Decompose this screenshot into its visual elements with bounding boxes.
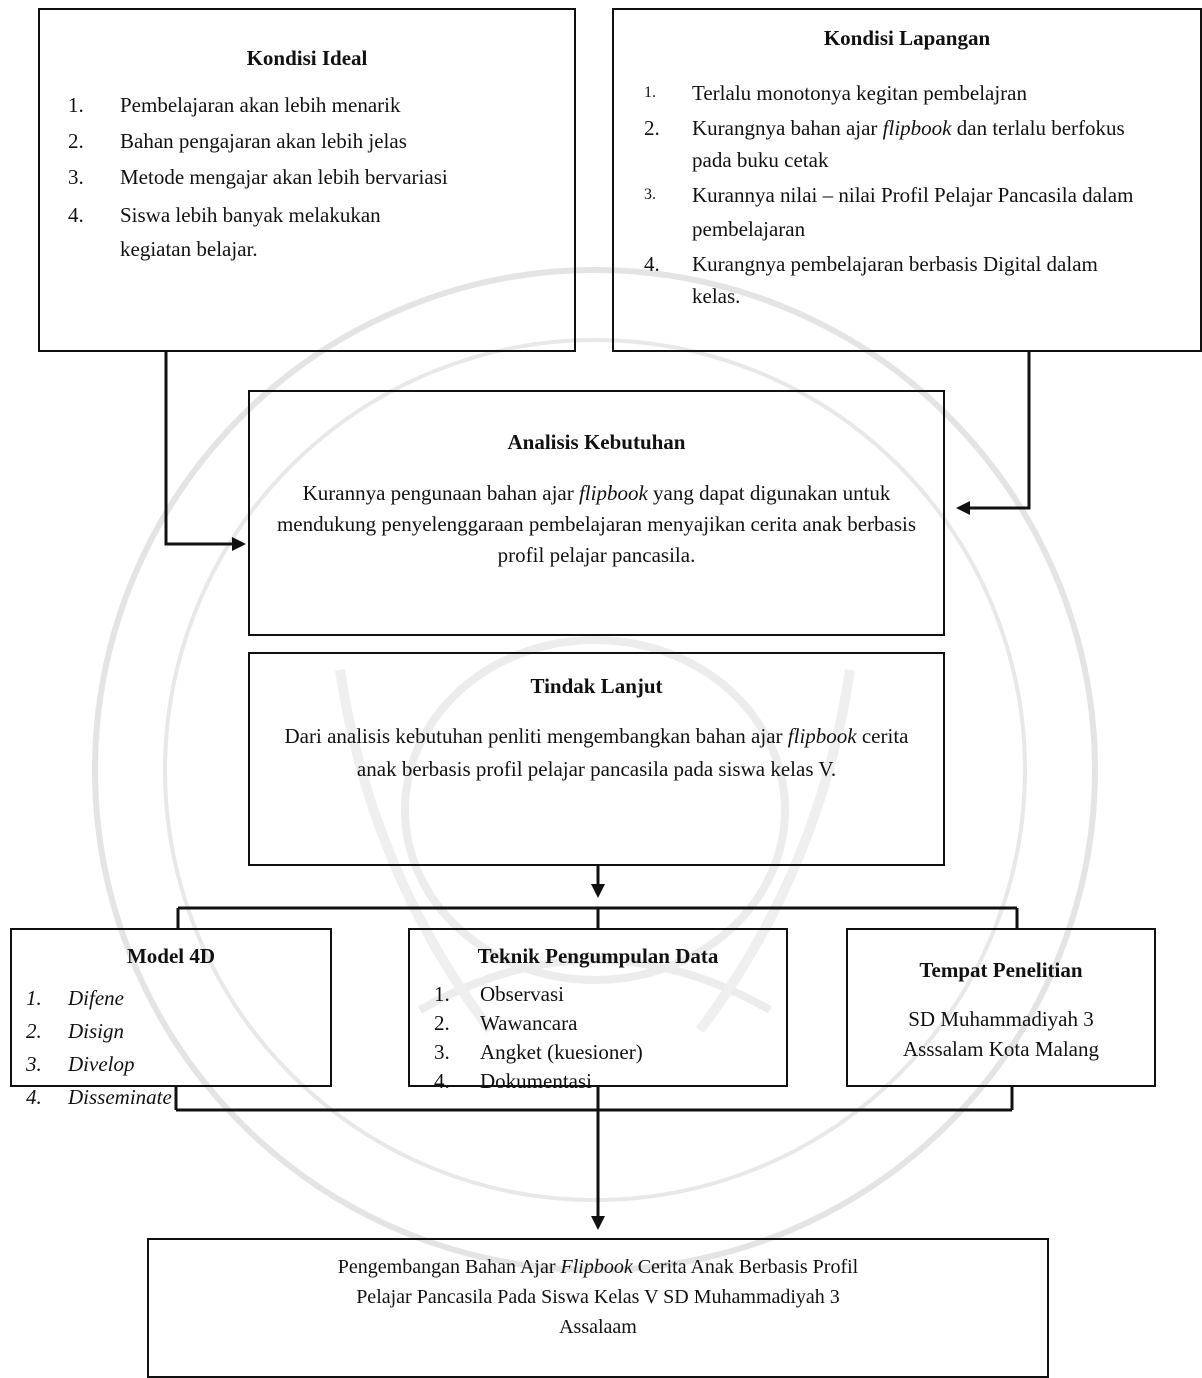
analisis-kebutuhan-text: Kurannya pengunaan bahan ajar flipbook y… — [276, 481, 917, 567]
kondisi-lapangan-title: Kondisi Lapangan — [823, 26, 991, 50]
kondisi-ideal-title: Kondisi Ideal — [246, 46, 368, 70]
arrow-head-lapangan — [956, 501, 970, 515]
tempat-penelitian-title: Tempat Penelitian — [919, 958, 1083, 982]
list-item: 4.Dokumentasi — [434, 1069, 592, 1093]
list-item: 1.Terlalu monotonya kegitan pembelajran — [644, 81, 1027, 105]
list-item: 1.Difene — [26, 986, 124, 1010]
teknik-pengumpulan-data-box: Teknik Pengumpulan Data 1.Observasi 2.Wa… — [408, 928, 788, 1093]
tindak-lanjut-title: Tindak Lanjut — [530, 674, 663, 698]
list-item: 3.Angket (kuesioner) — [434, 1040, 643, 1064]
list-item: 3.Divelop — [26, 1052, 135, 1076]
model-4d-title: Model 4D — [126, 944, 216, 968]
tempat-penelitian-box: Tempat Penelitian SD Muhammadiyah 3 Asss… — [846, 928, 1156, 1087]
list-item: 1.Observasi — [434, 982, 564, 1006]
analisis-kebutuhan-title: Analisis Kebutuhan — [507, 430, 686, 454]
teknik-pengumpulan-data-list: 1.Observasi 2.Wawancara 3.Angket (kuesio… — [434, 980, 643, 1096]
tempat-penelitian-line2: Asssalam Kota Malang — [903, 1037, 1099, 1061]
list-item: 3.Kurannya nilai – nilai Profil Pelajar … — [644, 183, 1134, 241]
list-item: 4.Disseminate — [26, 1085, 172, 1109]
list-item: 3.Metode mengajar akan lebih bervariasi — [68, 165, 448, 189]
hasil-line3: Assalaam — [559, 1316, 637, 1338]
list-item: 4.Kurangnya pembelajaran berbasis Digita… — [644, 252, 1098, 308]
analisis-kebutuhan-box: Analisis Kebutuhan Kurannya pengunaan ba… — [248, 390, 945, 636]
list-item: 2.Bahan pengajaran akan lebih jelas — [68, 129, 407, 153]
list-item: 1.Pembelajaran akan lebih menarik — [68, 93, 401, 117]
kondisi-lapangan-box: Kondisi Lapangan 1.Terlalu monotonya keg… — [612, 8, 1202, 352]
kondisi-ideal-box: Kondisi Ideal 1.Pembelajaran akan lebih … — [38, 8, 576, 352]
hasil-pengembangan-box: Pengembangan Bahan Ajar Flipbook Cerita … — [147, 1238, 1049, 1378]
model-4d-box: Model 4D 1.Difene 2.Disign 3.Divelop 4.D… — [10, 928, 332, 1109]
list-item: 2.Wawancara — [434, 1011, 578, 1035]
hasil-line1: Pengembangan Bahan Ajar Flipbook Cerita … — [337, 1256, 859, 1278]
list-item: 2.Disign — [26, 1019, 125, 1043]
list-item: 2.Kurangnya bahan ajar flipbook dan terl… — [644, 116, 1125, 172]
tindak-lanjut-box: Tindak Lanjut Dari analisis kebutuhan pe… — [248, 652, 945, 866]
arrow-head-hasil — [591, 1216, 605, 1230]
teknik-pengumpulan-data-title: Teknik Pengumpulan Data — [477, 944, 719, 968]
hasil-line2: Pelajar Pancasila Pada Siswa Kelas V SD … — [356, 1286, 840, 1308]
tindak-lanjut-text: Dari analisis kebutuhan penliti mengemba… — [284, 724, 909, 781]
arrow-head-ideal — [232, 537, 246, 551]
model-4d-list: 1.Difene 2.Disign 3.Divelop 4.Disseminat… — [26, 982, 172, 1114]
list-item: 4.Siswa lebih banyak melakukan kegiatan … — [68, 203, 381, 261]
arrow-head-tindak — [591, 884, 605, 898]
tempat-penelitian-line1: SD Muhammadiyah 3 — [908, 1007, 1094, 1031]
kondisi-lapangan-list: 1.Terlalu monotonya kegitan pembelajran … — [644, 76, 1188, 312]
kondisi-ideal-list: 1.Pembelajaran akan lebih menarik 2.Baha… — [68, 90, 568, 266]
university-seal-watermark — [92, 267, 1098, 1273]
